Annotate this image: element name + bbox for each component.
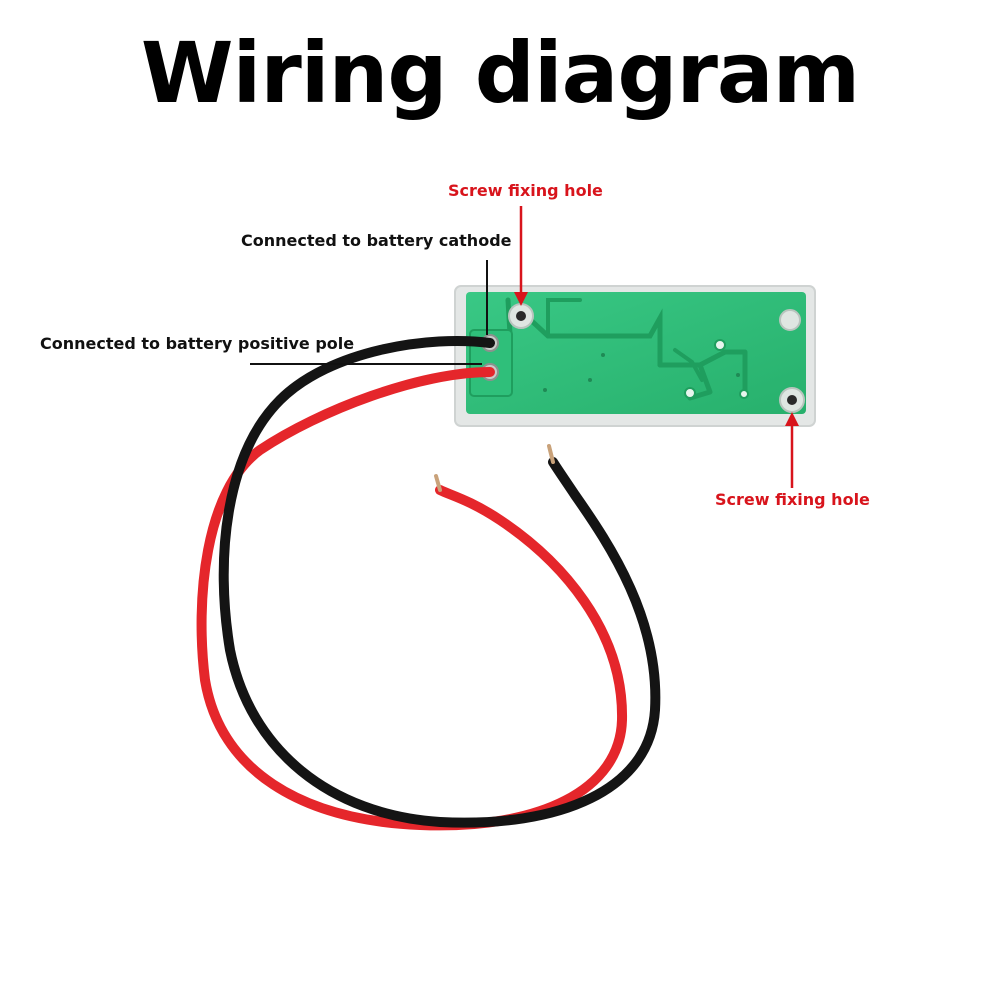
pcb-dot xyxy=(543,388,547,392)
red-wire xyxy=(196,367,628,831)
screw-hole-top-center xyxy=(516,311,526,321)
arrow-up-icon xyxy=(785,412,799,426)
red-wire-tip xyxy=(434,474,442,492)
pcb-trace xyxy=(657,349,748,401)
pcb-dot xyxy=(601,353,605,357)
screw-hole-top-right xyxy=(779,309,801,331)
pcb-board xyxy=(466,292,806,414)
black-wire xyxy=(218,336,661,828)
black-wire-tip xyxy=(547,444,555,464)
label-battery-cathode: Connected to battery cathode xyxy=(241,231,512,250)
label-screw-hole-right: Screw fixing hole xyxy=(715,490,870,509)
arrow-down-icon xyxy=(514,292,528,306)
pcb-trace xyxy=(546,298,582,338)
pcb-via xyxy=(714,339,726,351)
screw-hole-right-center xyxy=(787,395,797,405)
page-title: Wiring diagram xyxy=(140,24,860,122)
pcb-via xyxy=(684,387,696,399)
pcb-dot xyxy=(588,378,592,382)
label-screw-hole-top: Screw fixing hole xyxy=(448,181,603,200)
wires xyxy=(196,336,661,831)
label-battery-positive: Connected to battery positive pole xyxy=(40,334,355,353)
pcb-dot xyxy=(736,373,740,377)
pcb-trace xyxy=(673,348,704,382)
callouts xyxy=(250,206,799,488)
pcb-via xyxy=(739,389,749,399)
